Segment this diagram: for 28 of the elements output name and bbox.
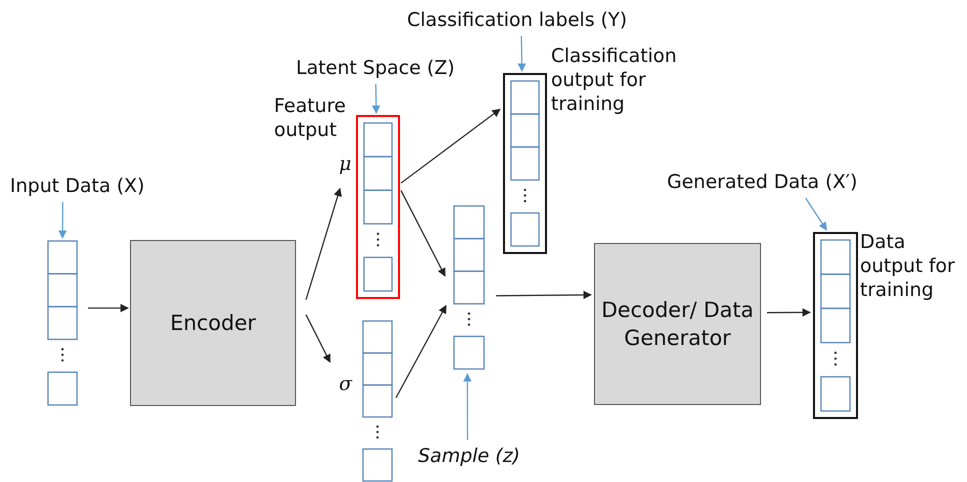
arrow <box>400 190 446 277</box>
process-box: Decoder/ Data Generator <box>594 243 761 405</box>
arrow <box>88 304 129 312</box>
arrow <box>305 314 331 363</box>
arrow <box>518 36 526 72</box>
annotation-text: Feature output <box>274 94 347 142</box>
arrow <box>305 188 342 300</box>
annotation-text: Data output for training <box>860 230 956 302</box>
arrow <box>496 290 592 300</box>
arrow <box>400 108 501 184</box>
arrow <box>463 373 472 440</box>
annotation-text: Input Data (X) <box>10 174 180 198</box>
annotation-text: Generated Data (X′) <box>667 170 887 194</box>
vector-frame <box>813 232 858 419</box>
symbol-label: σ <box>339 372 354 396</box>
annotation-text: Latent Space (Z) <box>296 56 486 80</box>
process-box: Encoder <box>130 240 296 406</box>
arrow <box>395 304 447 398</box>
arrow <box>767 308 811 317</box>
arrow <box>58 202 67 239</box>
annotation-text: Classification labels (Y) <box>407 8 667 32</box>
annotation-text: Sample (z) <box>418 444 528 468</box>
vector-frame <box>503 73 547 254</box>
annotation-text: Classification output for training <box>551 44 678 116</box>
symbol-label: μ <box>339 152 352 176</box>
vector-frame <box>356 115 400 299</box>
arrow <box>372 84 380 114</box>
arrow <box>805 198 827 231</box>
